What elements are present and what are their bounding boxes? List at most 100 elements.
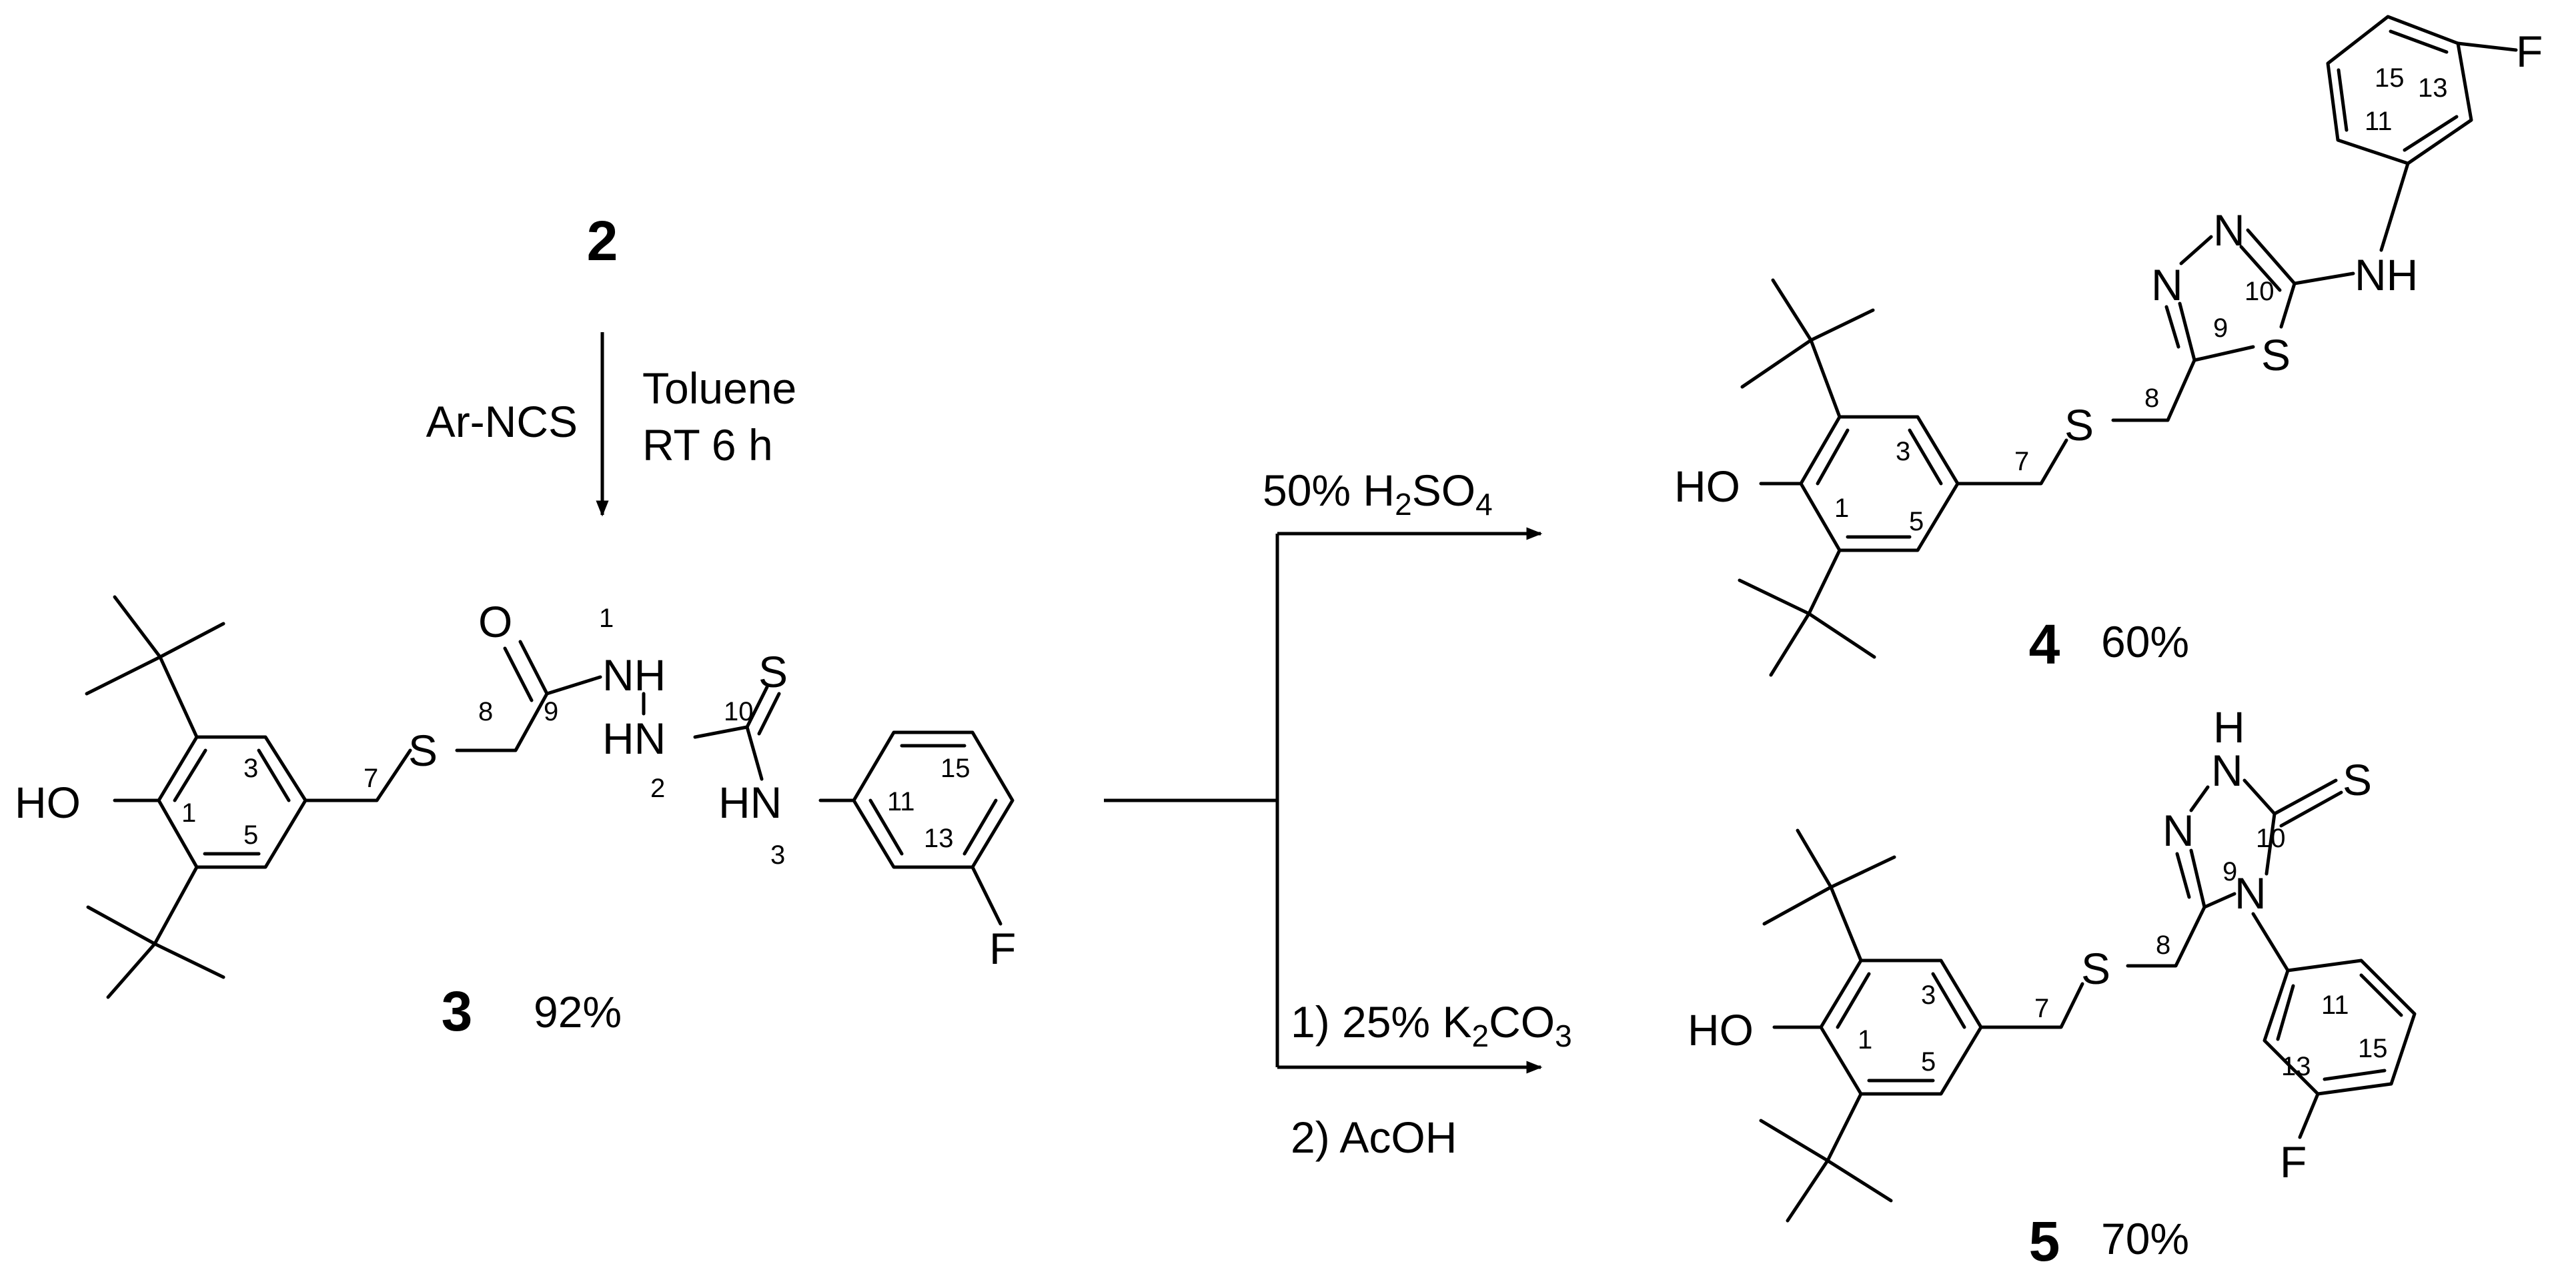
c4-aryl-double-1 bbox=[2337, 68, 2349, 132]
c3-cs-nh bbox=[745, 725, 764, 781]
c5-cs-2 bbox=[2279, 790, 2343, 828]
c5-tbu1-me2 bbox=[1829, 855, 1896, 889]
c5-num-11: 11 bbox=[2321, 991, 2349, 1020]
c4-num-13: 13 bbox=[2418, 73, 2448, 103]
c5-h-label: H bbox=[2213, 702, 2245, 752]
c4-ring-double-2 bbox=[1908, 428, 1943, 486]
c5-phenol-ring bbox=[1819, 959, 1983, 1096]
c3-id-label: 3 bbox=[442, 980, 473, 1043]
c5-nn bbox=[2189, 785, 2210, 812]
c4-num-15: 15 bbox=[2375, 63, 2405, 93]
c4-f-label: F bbox=[2516, 27, 2543, 76]
c3-cs-2 bbox=[757, 692, 781, 736]
c4-aryl-double-3 bbox=[2403, 115, 2459, 152]
c5-n4-aryl bbox=[2251, 912, 2290, 973]
c3-s-label: S bbox=[408, 726, 438, 775]
c3-ring-double-2 bbox=[257, 748, 291, 802]
c4-tbu1-me3 bbox=[1740, 338, 1813, 389]
c3-cf bbox=[971, 865, 1003, 926]
c4-num-5: 5 bbox=[1909, 507, 1924, 536]
c3-num-n2: 2 bbox=[650, 774, 665, 803]
c5-num-5: 5 bbox=[1921, 1047, 1936, 1077]
c3-tbu2-me1 bbox=[106, 942, 157, 999]
c5-ch2-s bbox=[1979, 982, 2084, 1029]
c4-nn bbox=[2179, 235, 2213, 265]
c5-s-ch2 bbox=[2126, 905, 2206, 968]
c5-aryl-double-1 bbox=[2359, 973, 2403, 1017]
c4-nh-aryl bbox=[2379, 161, 2410, 252]
c3-tbu2-me3 bbox=[86, 905, 157, 946]
c4-c9-n-double bbox=[2164, 305, 2180, 349]
c4-n-c10 bbox=[2246, 228, 2297, 285]
c5-c9-n bbox=[2189, 848, 2206, 909]
c3-ho-label: HO bbox=[15, 778, 81, 827]
branch-arrows bbox=[1104, 527, 1543, 1074]
c3-thio-s-label: S bbox=[758, 647, 788, 696]
c3-aryl-double-2 bbox=[962, 798, 998, 856]
c3-n-cs bbox=[693, 725, 749, 739]
c3-num-11: 11 bbox=[887, 787, 915, 816]
step1-conditions: RT 6 h bbox=[642, 420, 773, 470]
c4-nh-label: NH bbox=[2355, 250, 2418, 299]
c5-num-10: 10 bbox=[2256, 824, 2286, 853]
c4-tbu2-stem bbox=[1807, 548, 1842, 616]
c4-ho-label: HO bbox=[1674, 462, 1740, 511]
c3-ch2-s-bond bbox=[303, 748, 412, 802]
c4-s-ch2 bbox=[2111, 358, 2196, 422]
c4-phenol-ring bbox=[1799, 415, 1960, 552]
c3-tbu1-stem bbox=[158, 655, 199, 739]
c4-ring-double-1 bbox=[1816, 428, 1850, 486]
c3-o-label: O bbox=[478, 597, 512, 646]
c4-s-c9 bbox=[2192, 345, 2255, 362]
c3-co-1 bbox=[518, 640, 549, 696]
c5-num-1: 1 bbox=[1858, 1025, 1872, 1055]
c3-tbu2-stem bbox=[153, 865, 199, 946]
c4-c9-n bbox=[2178, 301, 2196, 362]
c3-cs-1 bbox=[745, 685, 769, 729]
c3-num-10: 10 bbox=[724, 697, 754, 726]
c3-num-15: 15 bbox=[940, 754, 971, 783]
c4-id-label: 4 bbox=[2029, 613, 2060, 676]
c5-tbu2-me3 bbox=[1759, 1119, 1830, 1163]
start-compound-label: 2 bbox=[587, 209, 618, 272]
base-reagent: 1) 25% K2CO3 bbox=[1291, 997, 1572, 1053]
c4-num-1: 1 bbox=[1834, 494, 1849, 523]
c3-yield: 92% bbox=[534, 987, 622, 1037]
c5-num-9: 9 bbox=[2222, 857, 2237, 886]
c5-tbu1-stem bbox=[1829, 885, 1863, 963]
c4-num-8: 8 bbox=[2144, 384, 2159, 413]
c4-aryl-double-2 bbox=[2389, 29, 2449, 54]
c3-num-9: 9 bbox=[544, 697, 558, 726]
c5-n-left-label: N bbox=[2162, 806, 2194, 855]
c4-tbu2-me2 bbox=[1807, 612, 1876, 659]
c3-num-13: 13 bbox=[924, 824, 954, 853]
c5-f-label: F bbox=[2280, 1137, 2307, 1187]
c4-num-7: 7 bbox=[2014, 447, 2029, 476]
c3-f-label: F bbox=[989, 924, 1016, 973]
c5-tbu2-me2 bbox=[1826, 1159, 1893, 1203]
c4-tbu1-me2 bbox=[1809, 308, 1875, 342]
c3-tbu1-me1 bbox=[113, 595, 162, 659]
c5-nh-c10 bbox=[2242, 778, 2277, 816]
c5-c10-n4 bbox=[2265, 812, 2277, 876]
c4-cf bbox=[2456, 41, 2518, 52]
c5-tbu2-stem bbox=[1826, 1092, 1863, 1163]
c4-aryl-ring bbox=[2326, 15, 2473, 165]
base-step2: 2) AcOH bbox=[1291, 1113, 1457, 1162]
c3-num-5: 5 bbox=[243, 820, 258, 850]
c5-aryl-double-2 bbox=[2323, 1069, 2387, 1081]
c5-n4-c9 bbox=[2202, 892, 2236, 909]
c3-ring-double-1 bbox=[173, 748, 207, 802]
c5-id-label: 5 bbox=[2029, 1210, 2060, 1272]
c3-num-n3: 3 bbox=[770, 840, 785, 870]
c4-n1-label: N bbox=[2151, 260, 2183, 309]
c4-num-10: 10 bbox=[2244, 277, 2275, 306]
c3-hn3-label: HN bbox=[718, 778, 782, 827]
c4-n-c10-double bbox=[2239, 245, 2282, 292]
c5-aryl-ring bbox=[2263, 959, 2417, 1096]
c5-num-13: 13 bbox=[2281, 1052, 2311, 1081]
c5-s-label: S bbox=[2081, 944, 2110, 993]
c3-num-3: 3 bbox=[243, 754, 258, 783]
c5-thione-s-label: S bbox=[2343, 755, 2372, 804]
